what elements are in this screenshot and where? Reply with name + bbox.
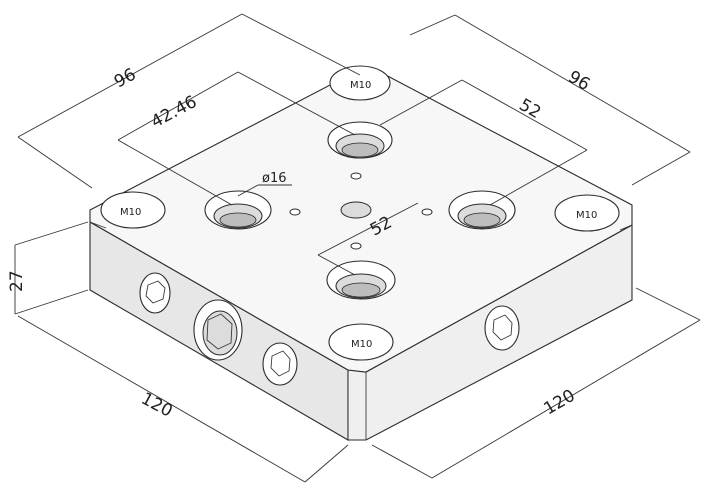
m10-label-front: M10: [351, 339, 372, 350]
m10-hole-left: M10: [100, 191, 166, 229]
dimension-lines: [14, 13, 701, 483]
counterbore-hole-back: [327, 121, 393, 159]
center-hole: [340, 201, 372, 219]
counterbore-hole-front: [326, 260, 396, 300]
hex-socket-left-2: [262, 342, 298, 386]
m10-hole-front: M10: [328, 323, 394, 361]
pin-hole-4: [350, 242, 362, 250]
pin-hole-2: [289, 208, 301, 216]
m10-label-left: M10: [120, 207, 141, 218]
dim-42-46: 42.46: [148, 92, 200, 133]
hex-socket-right: [484, 305, 520, 351]
dim-52-right: 52: [516, 95, 545, 123]
dim-diameter-16: ø16: [262, 171, 287, 186]
side-holes: [139, 272, 520, 386]
dim-96-right: 96: [565, 67, 594, 95]
counterbore-hole-left: [204, 190, 272, 230]
dim-96-left: 96: [111, 65, 139, 93]
large-port-left: [193, 299, 243, 361]
m10-hole-back: M10: [329, 65, 391, 101]
m10-hole-right: M10: [554, 194, 620, 232]
m10-label-right: M10: [576, 210, 597, 221]
dim-27-height: 27: [7, 270, 27, 292]
dim-120-left: 120: [138, 389, 176, 422]
top-holes: M10 M10 M10 M10: [100, 65, 620, 361]
dim-120-right: 120: [541, 386, 579, 420]
pin-hole-1: [350, 172, 362, 180]
pin-hole-3: [421, 208, 433, 216]
m10-label-back: M10: [350, 80, 371, 91]
hex-socket-left-1: [139, 272, 171, 314]
